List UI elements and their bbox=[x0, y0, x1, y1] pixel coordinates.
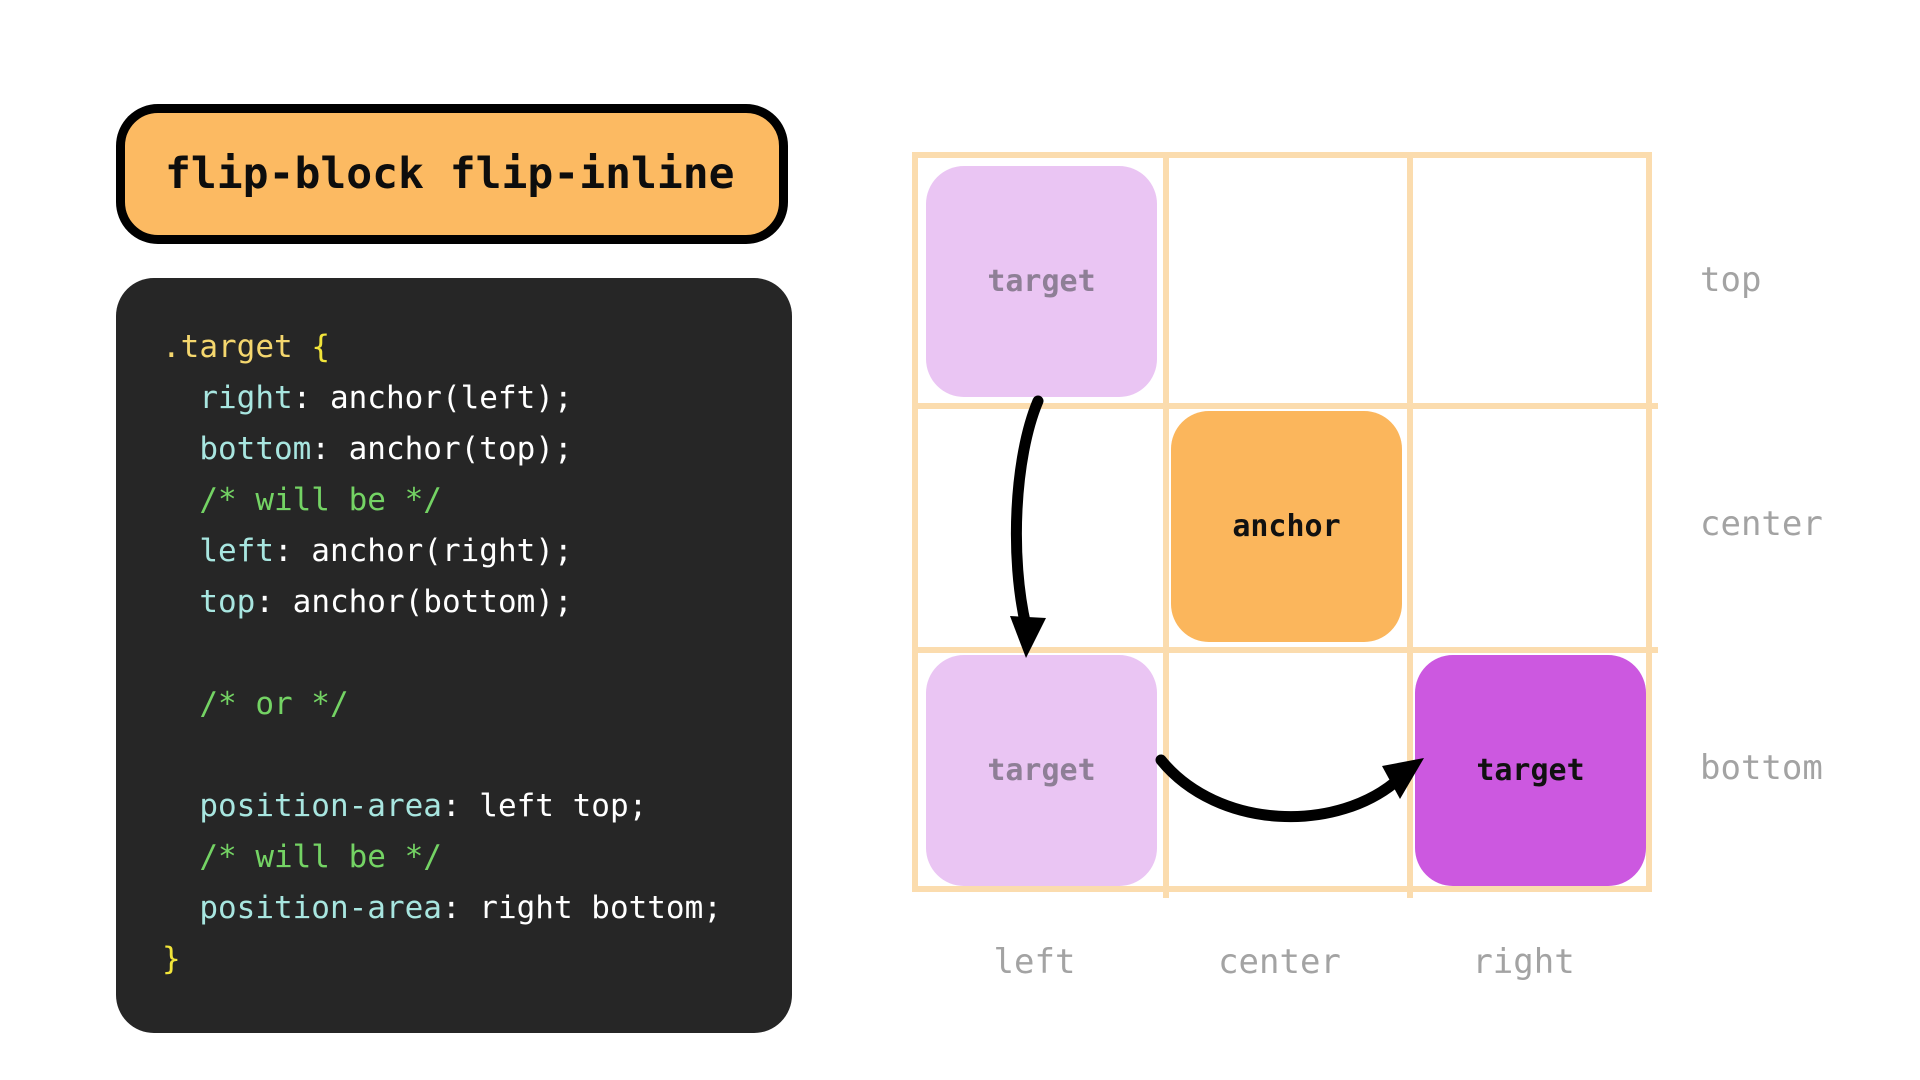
code-token-val: : anchor(right); bbox=[273, 533, 573, 569]
code-token-prop: top bbox=[199, 584, 256, 620]
target-box-bottom-right: target bbox=[1415, 655, 1646, 886]
code-token-val: : anchor(left); bbox=[292, 380, 573, 416]
grid-horizontal-line bbox=[918, 403, 1658, 409]
target-label: target bbox=[1476, 753, 1585, 788]
code-line: position-area: left top; bbox=[162, 781, 758, 832]
code-token-val: : anchor(top); bbox=[311, 431, 573, 467]
code-lines: .target { right: anchor(left); bottom: a… bbox=[162, 322, 758, 985]
grid-vertical-line bbox=[1407, 158, 1413, 898]
code-token-prop: right bbox=[199, 380, 293, 416]
code-line: right: anchor(left); bbox=[162, 373, 758, 424]
code-line: top: anchor(bottom); bbox=[162, 577, 758, 628]
code-line: position-area: right bottom; bbox=[162, 883, 758, 934]
grid-frame: target anchor target target bbox=[912, 152, 1658, 898]
target-box-top-left: target bbox=[926, 166, 1157, 397]
column-label-right: right bbox=[1472, 942, 1575, 982]
left-panel: flip-block flip-inline .target { right: … bbox=[116, 104, 796, 1033]
code-line bbox=[162, 730, 758, 781]
code-token-val bbox=[293, 329, 312, 365]
code-line: } bbox=[162, 934, 758, 985]
code-token-cmt: /* will be */ bbox=[199, 839, 442, 875]
code-token-cmt: /* will be */ bbox=[199, 482, 442, 518]
column-label-center: center bbox=[1218, 942, 1341, 982]
title-pill: flip-block flip-inline bbox=[116, 104, 788, 244]
code-token-val: : left top; bbox=[441, 788, 648, 824]
code-line: .target { bbox=[162, 322, 758, 373]
flip-block-arrow-icon bbox=[1010, 395, 1046, 658]
row-label-top: top bbox=[1700, 260, 1762, 300]
code-token-val: : anchor(bottom); bbox=[255, 584, 573, 620]
target-label: target bbox=[987, 264, 1096, 299]
target-label: target bbox=[987, 753, 1096, 788]
code-line: /* will be */ bbox=[162, 475, 758, 526]
code-line bbox=[162, 628, 758, 679]
grid-vertical-line bbox=[1163, 158, 1169, 898]
position-area-diagram: target anchor target target bbox=[912, 152, 1823, 982]
code-line: /* will be */ bbox=[162, 832, 758, 883]
grid-horizontal-line bbox=[918, 647, 1658, 653]
page-title: flip-block flip-inline bbox=[165, 149, 735, 199]
anchor-box-center: anchor bbox=[1171, 411, 1402, 642]
code-token-brace: { bbox=[311, 329, 330, 365]
row-label-bottom: bottom bbox=[1700, 748, 1823, 788]
target-box-bottom-left: target bbox=[926, 655, 1157, 886]
code-block: .target { right: anchor(left); bottom: a… bbox=[116, 278, 792, 1033]
code-token-brace: } bbox=[162, 941, 181, 977]
code-token-prop: position-area bbox=[199, 788, 442, 824]
code-line: left: anchor(right); bbox=[162, 526, 758, 577]
column-label-left: left bbox=[993, 942, 1076, 982]
code-token-prop: left bbox=[199, 533, 274, 569]
code-token-sel: .target bbox=[162, 329, 293, 365]
code-token-prop: bottom bbox=[199, 431, 312, 467]
code-token-cmt: /* or */ bbox=[199, 686, 349, 722]
row-label-center: center bbox=[1700, 504, 1823, 544]
code-line: /* or */ bbox=[162, 679, 758, 730]
code-token-val: : right bottom; bbox=[441, 890, 722, 926]
code-line: bottom: anchor(top); bbox=[162, 424, 758, 475]
flip-inline-arrow-icon bbox=[1155, 754, 1424, 823]
code-token-prop: position-area bbox=[199, 890, 442, 926]
anchor-label: anchor bbox=[1232, 509, 1341, 544]
